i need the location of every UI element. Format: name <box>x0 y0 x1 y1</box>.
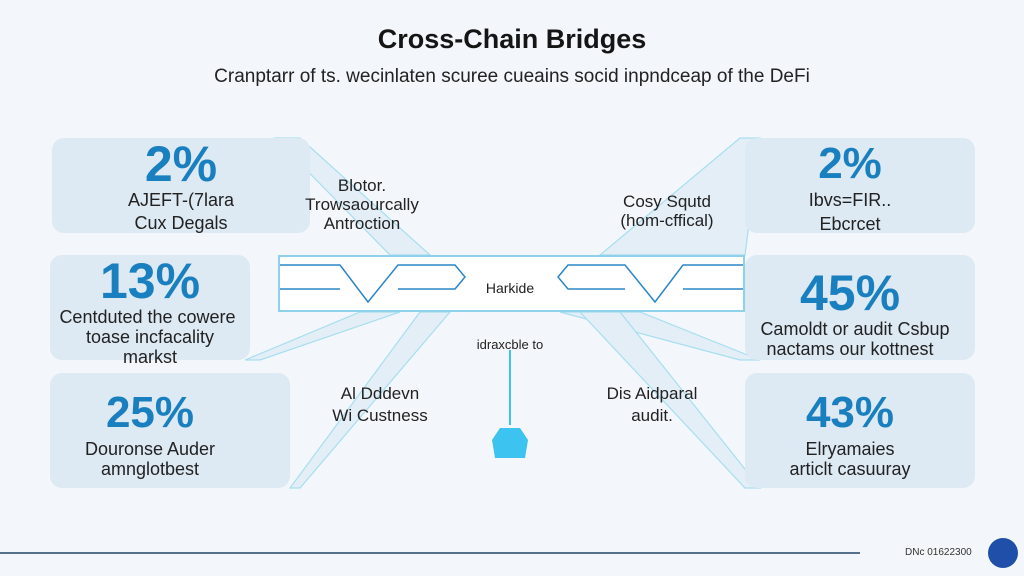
stat-desc: AJEFT-(7lara <box>127 190 235 210</box>
label-bottom-left: Al Dddevn Wi Custness <box>300 383 460 427</box>
label-top-left: Blotor. Trowsaourcally Antroction <box>282 176 442 233</box>
label-line: Antroction <box>323 214 401 233</box>
label-line: Cosy Squtd <box>623 192 711 211</box>
stat-desc: toase incfacality <box>85 327 215 347</box>
stat-value: 45% <box>799 265 901 321</box>
bridge-below-label: idraxcble to <box>476 337 544 352</box>
stat-value: 2% <box>818 139 882 188</box>
stat-card-left-2: 13% Centduted the cowere toase incfacali… <box>50 253 250 367</box>
stat-value: 43% <box>805 388 895 437</box>
stat-desc: articlt casuuray <box>789 459 911 479</box>
stat-desc: Camoldt or audit Csbup <box>760 319 950 339</box>
label-line: audit. <box>631 406 673 425</box>
label-line: Wi Custness <box>332 406 428 425</box>
stat-desc: Ibvs=FIR.. <box>808 190 892 210</box>
stat-card-right-2: 45% Camoldt or audit Csbup nactams our k… <box>745 255 975 360</box>
label-line: Dis Aidparal <box>606 384 698 403</box>
stat-card-left-1: 2% AJEFT-(7lara Cux Degals <box>52 138 310 233</box>
stat-value: 25% <box>105 388 195 437</box>
label-line: Al Dddevn <box>340 384 420 403</box>
logo-icon <box>988 538 1018 568</box>
stat-value: 2% <box>144 136 218 192</box>
stat-desc: amnglotbest <box>100 459 200 479</box>
label-line: Trowsaourcally <box>305 195 419 214</box>
stat-desc: markst <box>123 347 177 367</box>
stat-desc: Ebcrcet <box>819 214 881 234</box>
stat-card-left-3: 25% Douronse Auder amnglotbest <box>50 373 290 488</box>
stat-desc: Elryamaies <box>805 439 895 459</box>
stat-desc: nactams our kottnest <box>766 339 934 359</box>
label-line: (hom-cffical) <box>620 211 714 230</box>
stat-desc: Cux Degals <box>134 213 228 233</box>
label-top-right: Cosy Squtd (hom-cffical) <box>587 192 747 230</box>
label-line: Blotor. <box>337 176 387 195</box>
bridge-chevrons <box>280 264 743 304</box>
stat-desc: Centduted the cowere <box>59 307 236 327</box>
stat-desc: Douronse Auder <box>84 439 216 459</box>
stat-value: 13% <box>99 253 201 309</box>
label-bottom-right: Dis Aidparal audit. <box>572 383 732 427</box>
bridge-label: Harkide <box>485 280 535 296</box>
stat-card-right-1: 2% Ibvs=FIR.. Ebcrcet <box>745 138 975 234</box>
stat-card-right-3: 43% Elryamaies articlt casuuray <box>745 373 975 488</box>
tower-base-icon <box>492 428 528 458</box>
footer-code: DNc 01622300 <box>905 547 972 558</box>
footer-divider <box>0 552 860 554</box>
page-subtitle: Cranptarr of ts. wecinlaten scuree cueai… <box>214 66 810 87</box>
page-title: Cross-Chain Bridges <box>377 24 647 54</box>
bridge-diagram <box>278 255 745 312</box>
